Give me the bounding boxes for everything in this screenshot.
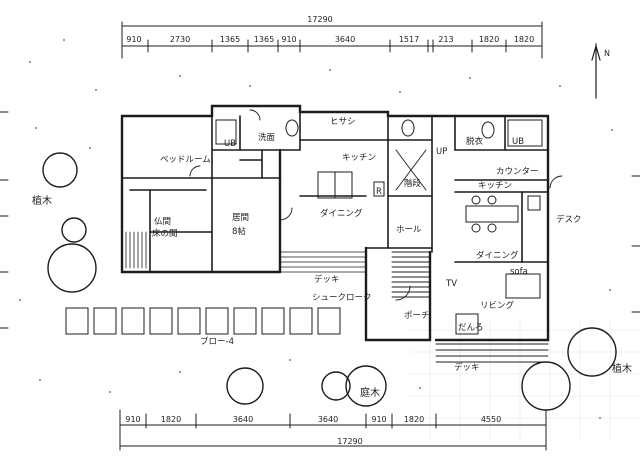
top-segment-label: 1365 [220,35,240,44]
margin-ticks [0,111,640,329]
door-swings [189,109,563,301]
room-label: だんろ [458,323,484,333]
room-label: sofa [510,267,528,277]
bottom-segment-label: 910 [371,415,386,424]
bottom-segment-labels: 910 1820 3640 3640 910 1820 4550 [125,415,501,424]
room-label: UB [512,137,524,147]
tree-icon [345,365,387,407]
room-label: 8帖 [232,226,246,237]
background-grid [410,320,640,440]
top-segment-label: 3640 [335,35,355,44]
room-label: 居間 [232,213,249,223]
deck-hatching [279,247,367,273]
fixtures [215,119,543,335]
top-segment-label: 2730 [170,35,190,44]
room-label: カウンター [496,167,539,177]
room-label: 洗面 [258,132,276,143]
tree-icon [42,152,78,188]
north-arrow [591,43,601,99]
room-label: 床の間 [152,228,178,239]
top-total-dimension: 17290 [307,15,332,24]
right-deck-steps [435,343,549,363]
bottom-segment-label: 3640 [318,415,338,424]
tree-icon [321,371,351,401]
top-segment-label: 1820 [479,35,499,44]
top-segment-label: 910 [126,35,141,44]
bottom-segment-label: 1820 [161,415,181,424]
bottom-segment-label: 4550 [481,415,501,424]
pencil-dots [19,39,613,419]
room-label: ベッドルーム [160,155,211,165]
room-label: ダイニング [476,250,519,261]
tree-label: 庭木 [360,386,380,399]
room-label: 脱衣 [466,136,484,147]
top-segment-label: 1820 [514,35,534,44]
hatched-panel [125,231,147,269]
top-segment-label: 213 [438,35,453,44]
tree-label: 植木 [612,362,632,375]
bottom-segment-label: 1820 [404,415,424,424]
room-label: ブロー-4 [200,336,234,347]
veranda-boxes [65,307,341,335]
room-label: UB [224,139,236,149]
room-labels: ベッドルーム UB 洗面 ヒサシ キッチン ダイニング 仏間 床の間 居間 8帖… [152,117,582,373]
room-label: TV [445,279,457,289]
room-label: 階段 [404,178,422,189]
room-label: ダイニング [320,208,363,219]
bottom-total-dimension: 17290 [337,437,362,446]
room-label: リビング [480,300,515,311]
garden-trees [42,152,617,411]
tree-label: 植木 [32,194,52,207]
top-segment-label: 1517 [399,35,419,44]
north-marker: N [604,49,610,58]
tree-icon [567,327,617,377]
bottom-dimension-line [119,409,547,451]
room-label: デスク [556,214,582,225]
tree-icon [47,243,97,293]
room-label: ホール [396,225,422,235]
room-label: 仏間 [154,217,171,227]
bottom-segment-label: 910 [125,415,140,424]
bottom-segment-label: 3640 [233,415,253,424]
garden-labels: 植木 植木 庭木 [32,194,632,399]
tree-icon [226,367,264,405]
top-segment-label: 1365 [254,35,274,44]
room-label: デッキ [454,362,480,373]
room-label: キッチン [478,181,512,191]
tree-icon [61,217,87,243]
top-segment-label: 910 [281,35,296,44]
top-dimension-line [121,21,543,59]
room-label: シュークローク [312,293,372,303]
room-label: R [376,187,382,197]
top-segment-labels: 910 2730 1365 1365 910 3640 1517 213 182… [126,35,534,44]
room-label: キッチン [342,153,376,163]
interior-walls [121,111,549,273]
room-label: ポーチ [404,311,430,321]
room-label: デッキ [314,274,340,285]
room-label: UP [436,147,447,157]
staircase [391,149,431,298]
room-label: ヒサシ [330,117,356,127]
tree-icon [521,361,571,411]
